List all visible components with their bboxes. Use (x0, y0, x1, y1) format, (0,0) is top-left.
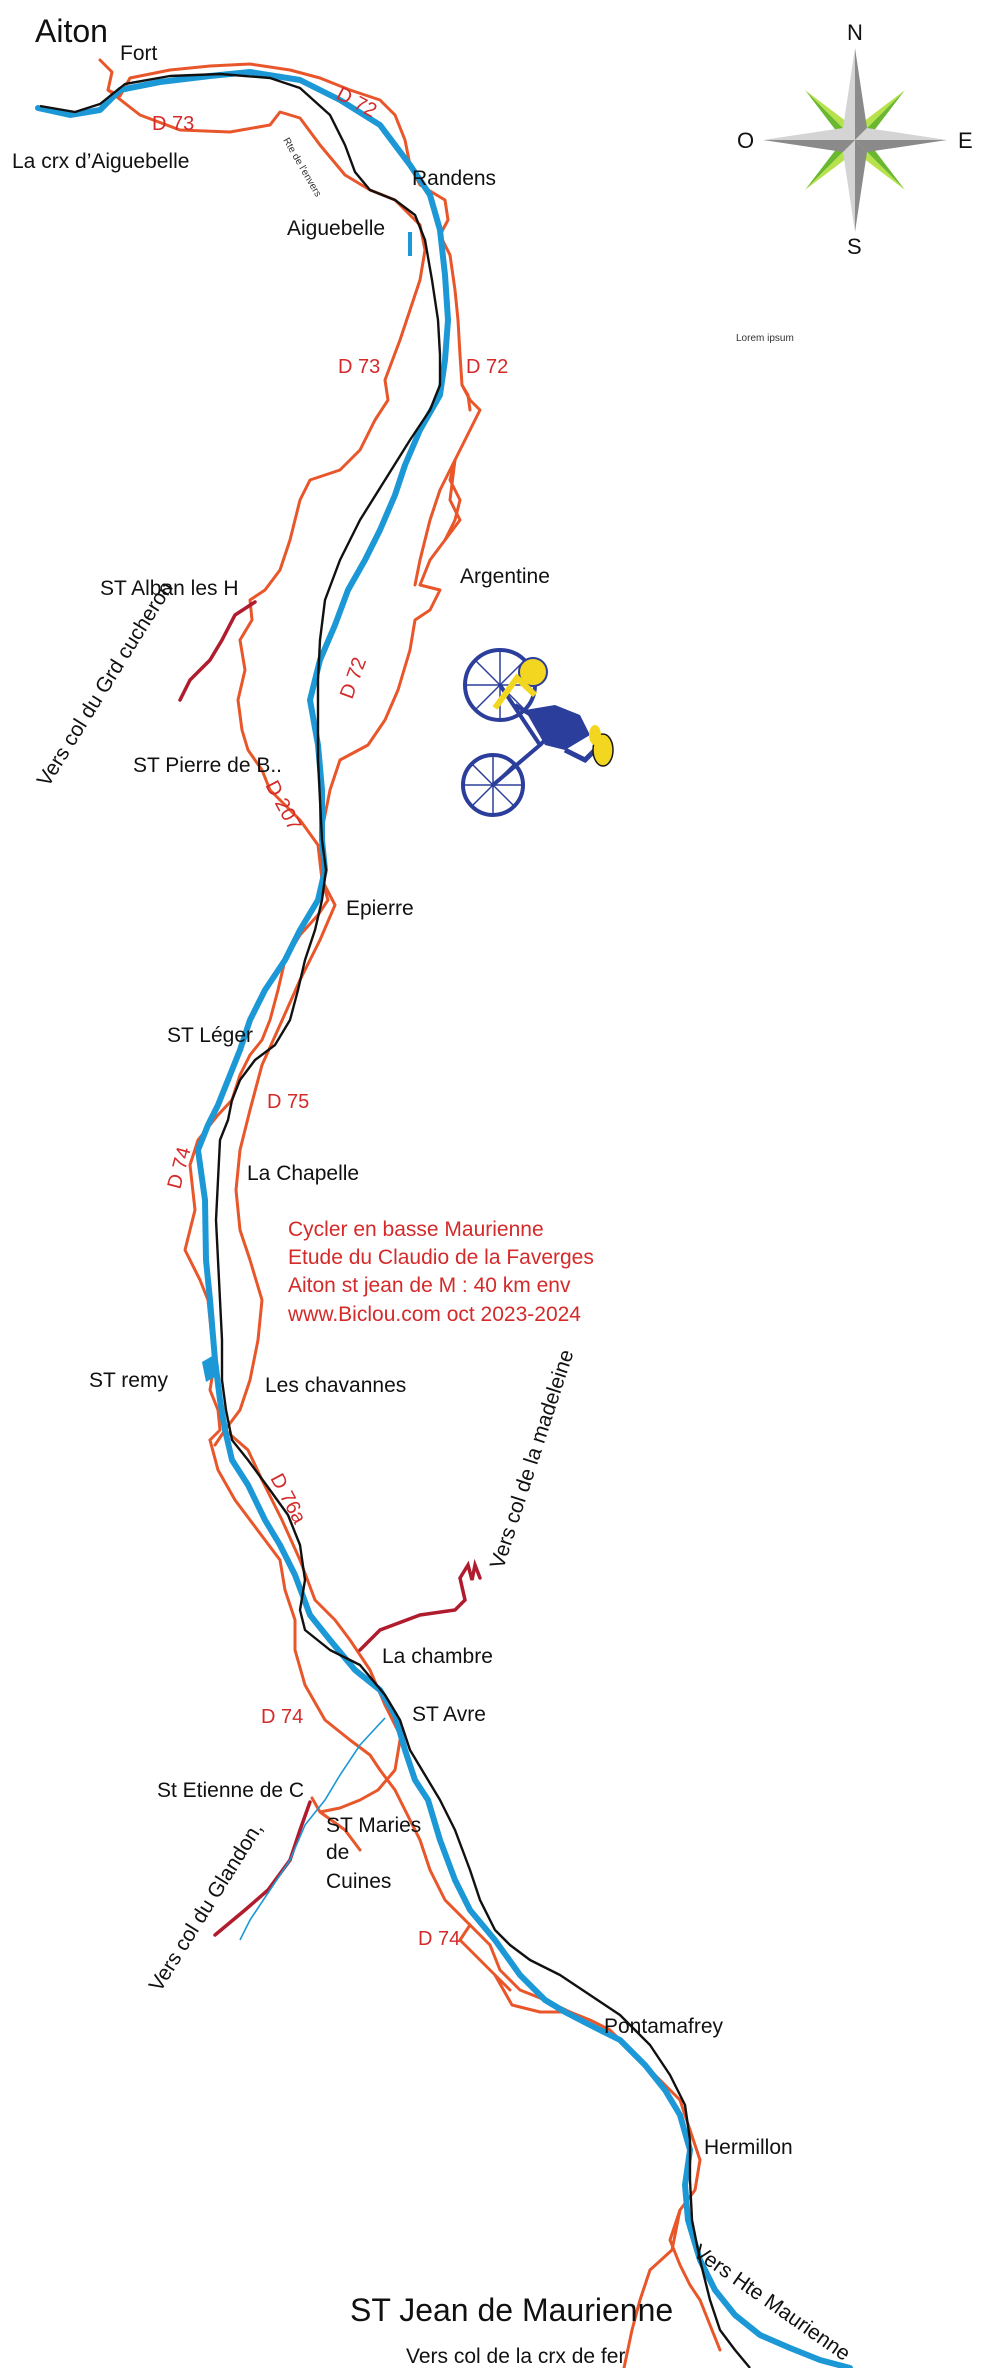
place-st-leger: ST Léger (167, 1024, 253, 1047)
road-crx-de-fer (622, 2208, 682, 2368)
cyclist-shoe-2 (589, 725, 601, 745)
credit-line-1: Cycler en basse Maurienne (288, 1218, 544, 1241)
place-la-chambre: La chambre (382, 1645, 493, 1668)
place-aiton: Aiton (35, 13, 108, 49)
place-hermillon: Hermillon (704, 2136, 793, 2159)
river-arc (35, 69, 853, 2368)
road-d73-west (236, 223, 427, 882)
road-d74-west (208, 1438, 397, 1792)
placeholder-text: Lorem ipsum (736, 333, 794, 344)
road-label-d72-low: D 72 (336, 654, 371, 701)
place-argentine: Argentine (460, 565, 550, 588)
place-st-avre: ST Avre (412, 1703, 486, 1726)
road-d72-top (98, 58, 472, 412)
road-label-rte-envers: Rte de l'envers (280, 136, 323, 199)
place-epierre: Epierre (346, 897, 414, 920)
compass-rose-icon: N S E O (737, 20, 973, 259)
place-labels: Aiton Fort La crx d’Aiguebelle Randens A… (12, 13, 793, 2328)
road-d72-argentine (413, 458, 462, 587)
place-st-jean: ST Jean de Maurienne (350, 2292, 673, 2328)
direction-hte-maurienne: Vers Hte Maurienne (689, 2240, 854, 2365)
compass-south: S (847, 234, 862, 259)
compass-grey-points (763, 48, 947, 232)
place-fort: Fort (120, 42, 158, 65)
road-st-avre-junction (310, 1738, 402, 1852)
col-road-glandon (213, 1800, 312, 1937)
place-randens: Randens (412, 167, 496, 190)
place-st-alban: ST Alban les H (100, 577, 239, 600)
credit-line-2: Etude du Claudio de la Faverges (288, 1246, 594, 1269)
road-d72-east (320, 383, 482, 882)
credits-block: Cycler en basse Maurienne Etude du Claud… (287, 1218, 594, 1326)
place-st-pierre: ST Pierre de B.. (133, 754, 282, 777)
river-pond-st-remy (202, 1355, 218, 1382)
place-st-maries-2: de (326, 1841, 349, 1864)
col-roads-layer (178, 600, 482, 1937)
place-la-chapelle: La Chapelle (247, 1162, 359, 1185)
road-label-d75: D 75 (267, 1091, 309, 1113)
compass-north: N (847, 20, 863, 45)
road-label-d207: D 207 (261, 777, 305, 834)
road-label-d73-mid: D 73 (338, 356, 380, 378)
place-st-maries-3: Cuines (326, 1870, 391, 1893)
place-st-etienne: St Etienne de C (157, 1779, 304, 1802)
road-label-d74-b: D 74 (261, 1706, 303, 1728)
stream-glandon (239, 1717, 386, 1941)
place-aiguebelle: Aiguebelle (287, 217, 385, 240)
road-d75 (213, 878, 337, 1447)
road-d74-south (393, 1788, 722, 2352)
road-labels: D 72 D 73 Rte de l'envers D 73 D 72 D 72… (152, 83, 508, 1950)
direction-labels: Vers col du Grd cucheron Vers col de la … (33, 578, 855, 2368)
cyclist-helmet (518, 657, 548, 687)
col-road-cucheron (178, 600, 257, 702)
streams-layer (239, 1717, 386, 1941)
place-crx-aiguebelle: La crx d’Aiguebelle (12, 150, 189, 173)
road-label-d73-top: D 73 (152, 113, 194, 135)
river-layer (35, 69, 853, 2368)
road-label-d72-mid: D 72 (466, 356, 508, 378)
railway-line (39, 72, 751, 2368)
road-label-d74-c: D 74 (418, 1928, 460, 1950)
road-label-d72-top: D 72 (333, 83, 381, 122)
rail-layer (39, 72, 751, 2368)
cyclist-body (525, 705, 590, 750)
place-st-maries-1: ST Maries (326, 1814, 421, 1837)
river-pond-aiguebelle (408, 232, 412, 256)
compass-green-points (805, 90, 905, 190)
compass-east: E (958, 128, 973, 153)
road-d74-west-branch (458, 1923, 572, 2014)
cyclist-icon (461, 648, 614, 817)
compass-west: O (737, 128, 754, 153)
place-les-chavannes: Les chavannes (265, 1374, 406, 1397)
col-road-madeleine (358, 1558, 482, 1652)
credit-line-4: www.Biclou.com oct 2023-2024 (287, 1303, 581, 1326)
direction-madeleine: Vers col de la madeleine (486, 1347, 579, 1572)
road-d76a (223, 1428, 410, 1762)
place-pontamafrey: Pontamafrey (604, 2015, 724, 2038)
direction-crx-de-fer: Vers col de la crx de fer (406, 2345, 625, 2368)
place-st-remy: ST remy (89, 1369, 168, 1392)
cyclist-arm (492, 673, 538, 710)
credit-line-3: Aiton st jean de M : 40 km env (288, 1274, 571, 1297)
